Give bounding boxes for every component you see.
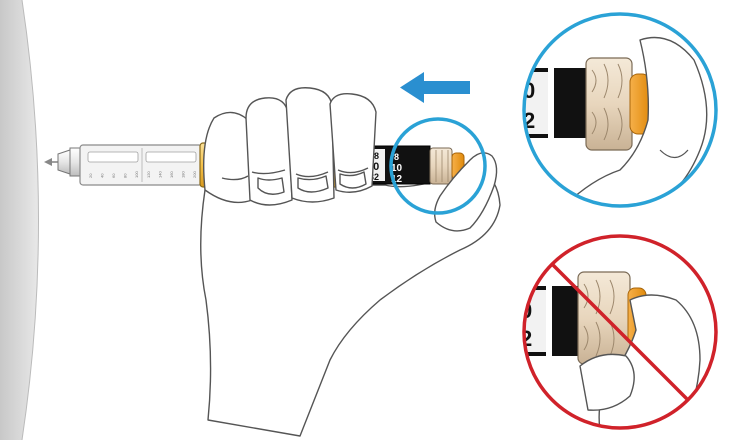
prohibited-icon: [550, 262, 690, 402]
scale-mark: 120: [146, 171, 151, 178]
scale-mark: 40: [100, 173, 105, 178]
window-number: 8: [394, 152, 399, 162]
inset-incorrect: 0 2: [520, 234, 718, 430]
arrow-left-icon: [400, 72, 470, 103]
scale-marks: 20 40 60 80 100 120 140 160 180 200: [88, 171, 197, 178]
scale-mark: 160: [169, 171, 174, 178]
window-number: 12: [391, 174, 403, 185]
dial-number: 32: [369, 172, 379, 182]
scale-mark: 140: [157, 171, 162, 178]
dose-knob: [429, 147, 453, 185]
needle-hub: [57, 147, 81, 177]
inset-correct: 0 2: [522, 12, 718, 208]
inset-dial-number: 0: [523, 78, 535, 103]
fingers: [203, 87, 498, 232]
scale-mark: 100: [134, 171, 139, 178]
scale-mark: 180: [180, 171, 185, 178]
scale-mark: 200: [192, 171, 197, 178]
needle-tip: [44, 158, 52, 166]
window-number: 10: [391, 163, 403, 174]
correct-ring: [522, 12, 718, 208]
incorrect-ring: [522, 234, 718, 430]
cartridge-holder: 20 40 60 80 100 120 140 160 180 200: [79, 144, 203, 186]
scale-mark: 20: [88, 173, 93, 178]
scale-mark: 80: [123, 173, 128, 178]
scale-mark: 60: [111, 173, 116, 178]
focus-circle: [389, 117, 487, 215]
inset-dial-number: 2: [523, 108, 535, 133]
inset-dial-number: 2: [520, 326, 532, 351]
skin-surface: [0, 0, 39, 440]
